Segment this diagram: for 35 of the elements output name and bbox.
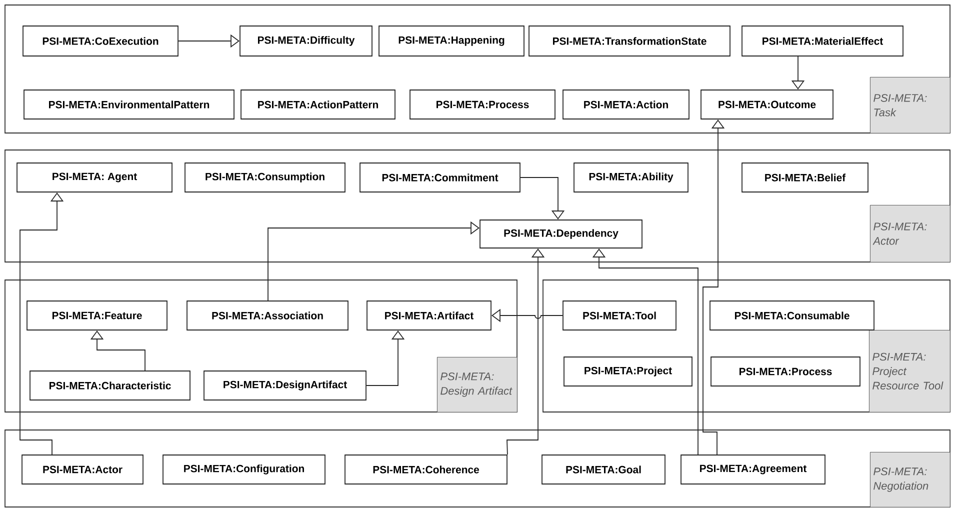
package-label: PSI-META: Actor	[870, 205, 950, 262]
class-box: PSI-META:Consumable	[710, 300, 874, 330]
class-box: PSI-META:ActionPattern	[240, 90, 396, 120]
class-box: PSI-META:DesignArtifact	[204, 370, 366, 400]
class-box: PSI-META:Artifact	[366, 300, 492, 330]
class-box: PSI-META:Tool	[562, 300, 676, 330]
class-box: PSI-META:Happening	[378, 26, 524, 56]
class-box: PSI-META:Commitment	[360, 162, 520, 192]
package-label: PSI-META: Task	[870, 77, 950, 134]
class-box: PSI-META:Ability	[574, 162, 688, 192]
class-box: PSI-META:Configuration	[162, 454, 326, 484]
class-box: PSI-META:Belief	[742, 162, 868, 192]
class-box: PSI-META:Coherence	[344, 454, 508, 484]
package-label: PSI-META: Design Artifact	[437, 357, 518, 412]
class-box: PSI-META:Goal	[542, 454, 666, 484]
class-box: PSI-META:Action	[562, 90, 690, 120]
class-box: PSI-META:TransformationState	[528, 26, 730, 56]
class-box: PSI-META:Project	[564, 356, 692, 386]
class-box: PSI-META:Process	[710, 356, 860, 386]
class-box: PSI-META:EnvironmentalPattern	[24, 90, 234, 120]
class-box: PSI-META:Characteristic	[30, 370, 190, 400]
class-box: PSI-META:Consumption	[184, 162, 346, 192]
class-box: PSI-META:Dependency	[480, 220, 642, 248]
class-box: PSI-META:Agreement	[680, 454, 826, 484]
package-label: PSI-META: Project Resource Tool	[869, 330, 950, 412]
package-label: PSI-META: Negotiation	[870, 452, 950, 508]
class-box: PSI-META:Feature	[26, 300, 168, 330]
class-box: PSI-META:MaterialEffect	[742, 26, 904, 56]
class-box: PSI-META:Actor	[22, 454, 144, 484]
class-box: PSI-META:Process	[410, 90, 556, 120]
class-box: PSI-META:Difficulty	[240, 26, 372, 56]
class-box: PSI-META:Outcome	[700, 90, 834, 120]
class-box: PSI-META: Agent	[16, 162, 172, 192]
class-box: PSI-META:CoExecution	[22, 26, 178, 56]
class-box: PSI-META:Association	[186, 300, 348, 330]
